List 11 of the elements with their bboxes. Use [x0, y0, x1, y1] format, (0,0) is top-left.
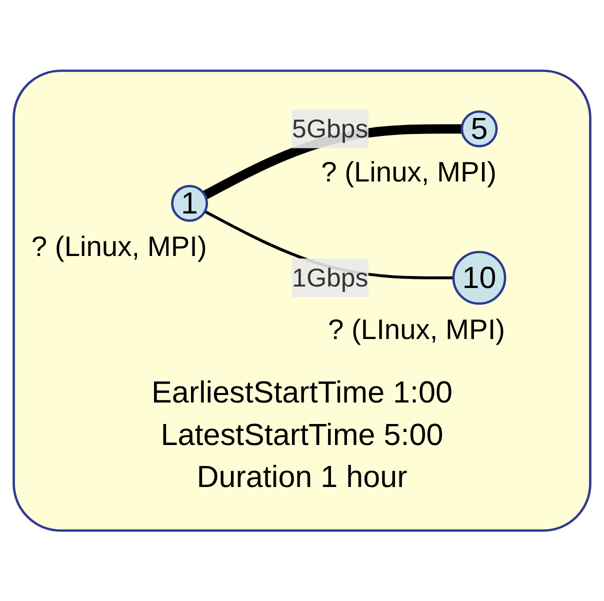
- edge-label: 1Gbps: [292, 262, 368, 292]
- node-annotation: ? (LInux, MPI): [328, 312, 506, 345]
- schedule-text: EarliestStartTime 1:00: [151, 375, 453, 410]
- node-annotation: ? (Linux, MPI): [31, 230, 207, 262]
- node-circle: [171, 184, 208, 222]
- node-circle: [460, 110, 498, 148]
- schedule-text: Duration 1 hour: [196, 460, 408, 494]
- node-circle: [452, 250, 506, 305]
- node-annotation: ? (Linux, MPI): [321, 155, 497, 188]
- edge-label: 5Gbps: [292, 114, 368, 144]
- schedule-text: LatestStartTime 5:00: [160, 418, 444, 452]
